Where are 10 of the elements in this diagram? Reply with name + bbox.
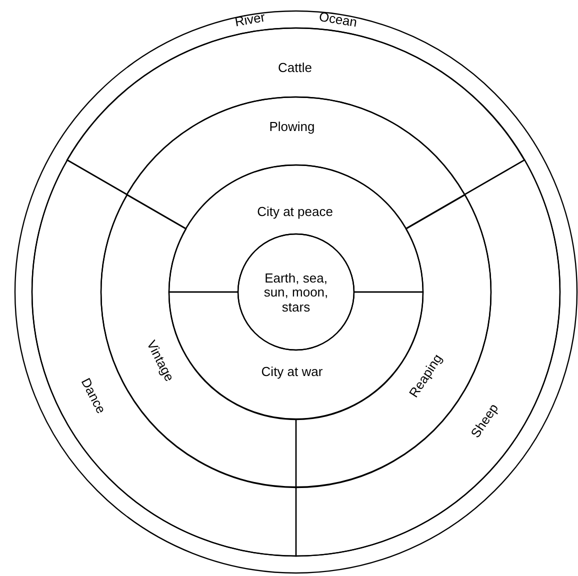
- center-circle: [235, 231, 357, 353]
- sector-label: River: [234, 10, 266, 30]
- sector-label: City at war: [261, 364, 323, 380]
- sector-label: Cattle: [278, 60, 312, 76]
- sector-label: Dance: [78, 376, 108, 416]
- outer-ring: [12, 8, 578, 576]
- sector-label: City at peace: [257, 204, 333, 220]
- sector-label: Plowing: [269, 120, 315, 134]
- sector-label: Earth, sea, sun, moon, stars: [262, 272, 330, 314]
- sector-label: Ocean: [318, 10, 358, 30]
